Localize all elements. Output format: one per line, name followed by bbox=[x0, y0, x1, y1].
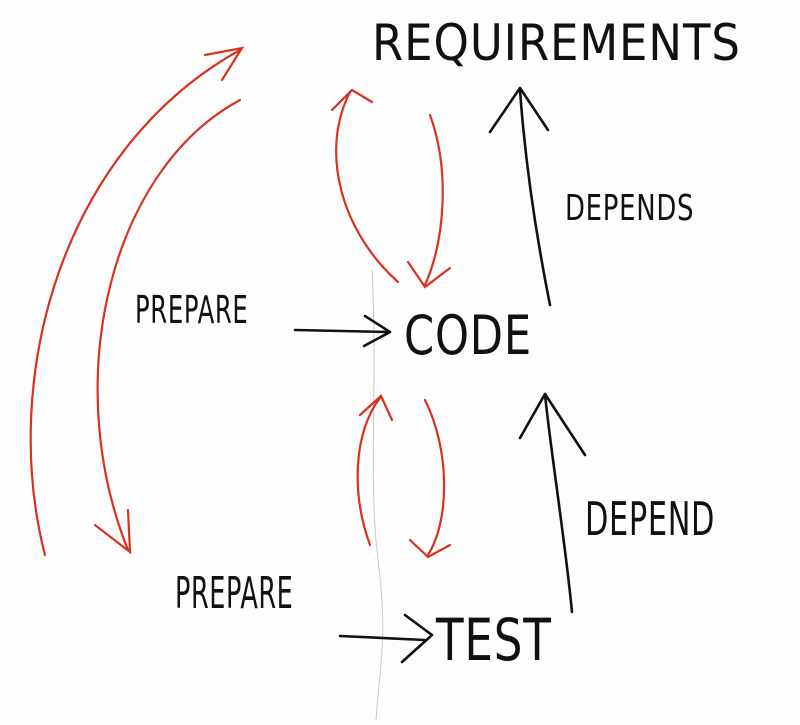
inner-feedback-arrow bbox=[93, 98, 242, 555]
requirements-to-code-loop bbox=[406, 113, 452, 289]
code-to-requirements-loop bbox=[330, 88, 400, 284]
depends-label: Depends bbox=[565, 188, 695, 229]
faint-line bbox=[371, 269, 384, 721]
code-node: Code bbox=[404, 304, 532, 367]
prepare-test-label: Prepare bbox=[175, 568, 294, 619]
prepare-code-arrow bbox=[293, 314, 392, 348]
code-to-test-loop bbox=[408, 398, 452, 559]
depend-label: Depend bbox=[585, 492, 716, 546]
prepare-test-arrow bbox=[338, 613, 434, 664]
requirements-node: Requirements bbox=[372, 14, 741, 72]
test-to-code-loop bbox=[356, 394, 394, 547]
depends-arrow bbox=[488, 86, 552, 307]
prepare-code-label: Prepare bbox=[135, 288, 249, 332]
depend-arrow bbox=[518, 392, 587, 614]
outer-feedback-arrow bbox=[29, 46, 245, 557]
test-node: Test bbox=[436, 606, 552, 674]
